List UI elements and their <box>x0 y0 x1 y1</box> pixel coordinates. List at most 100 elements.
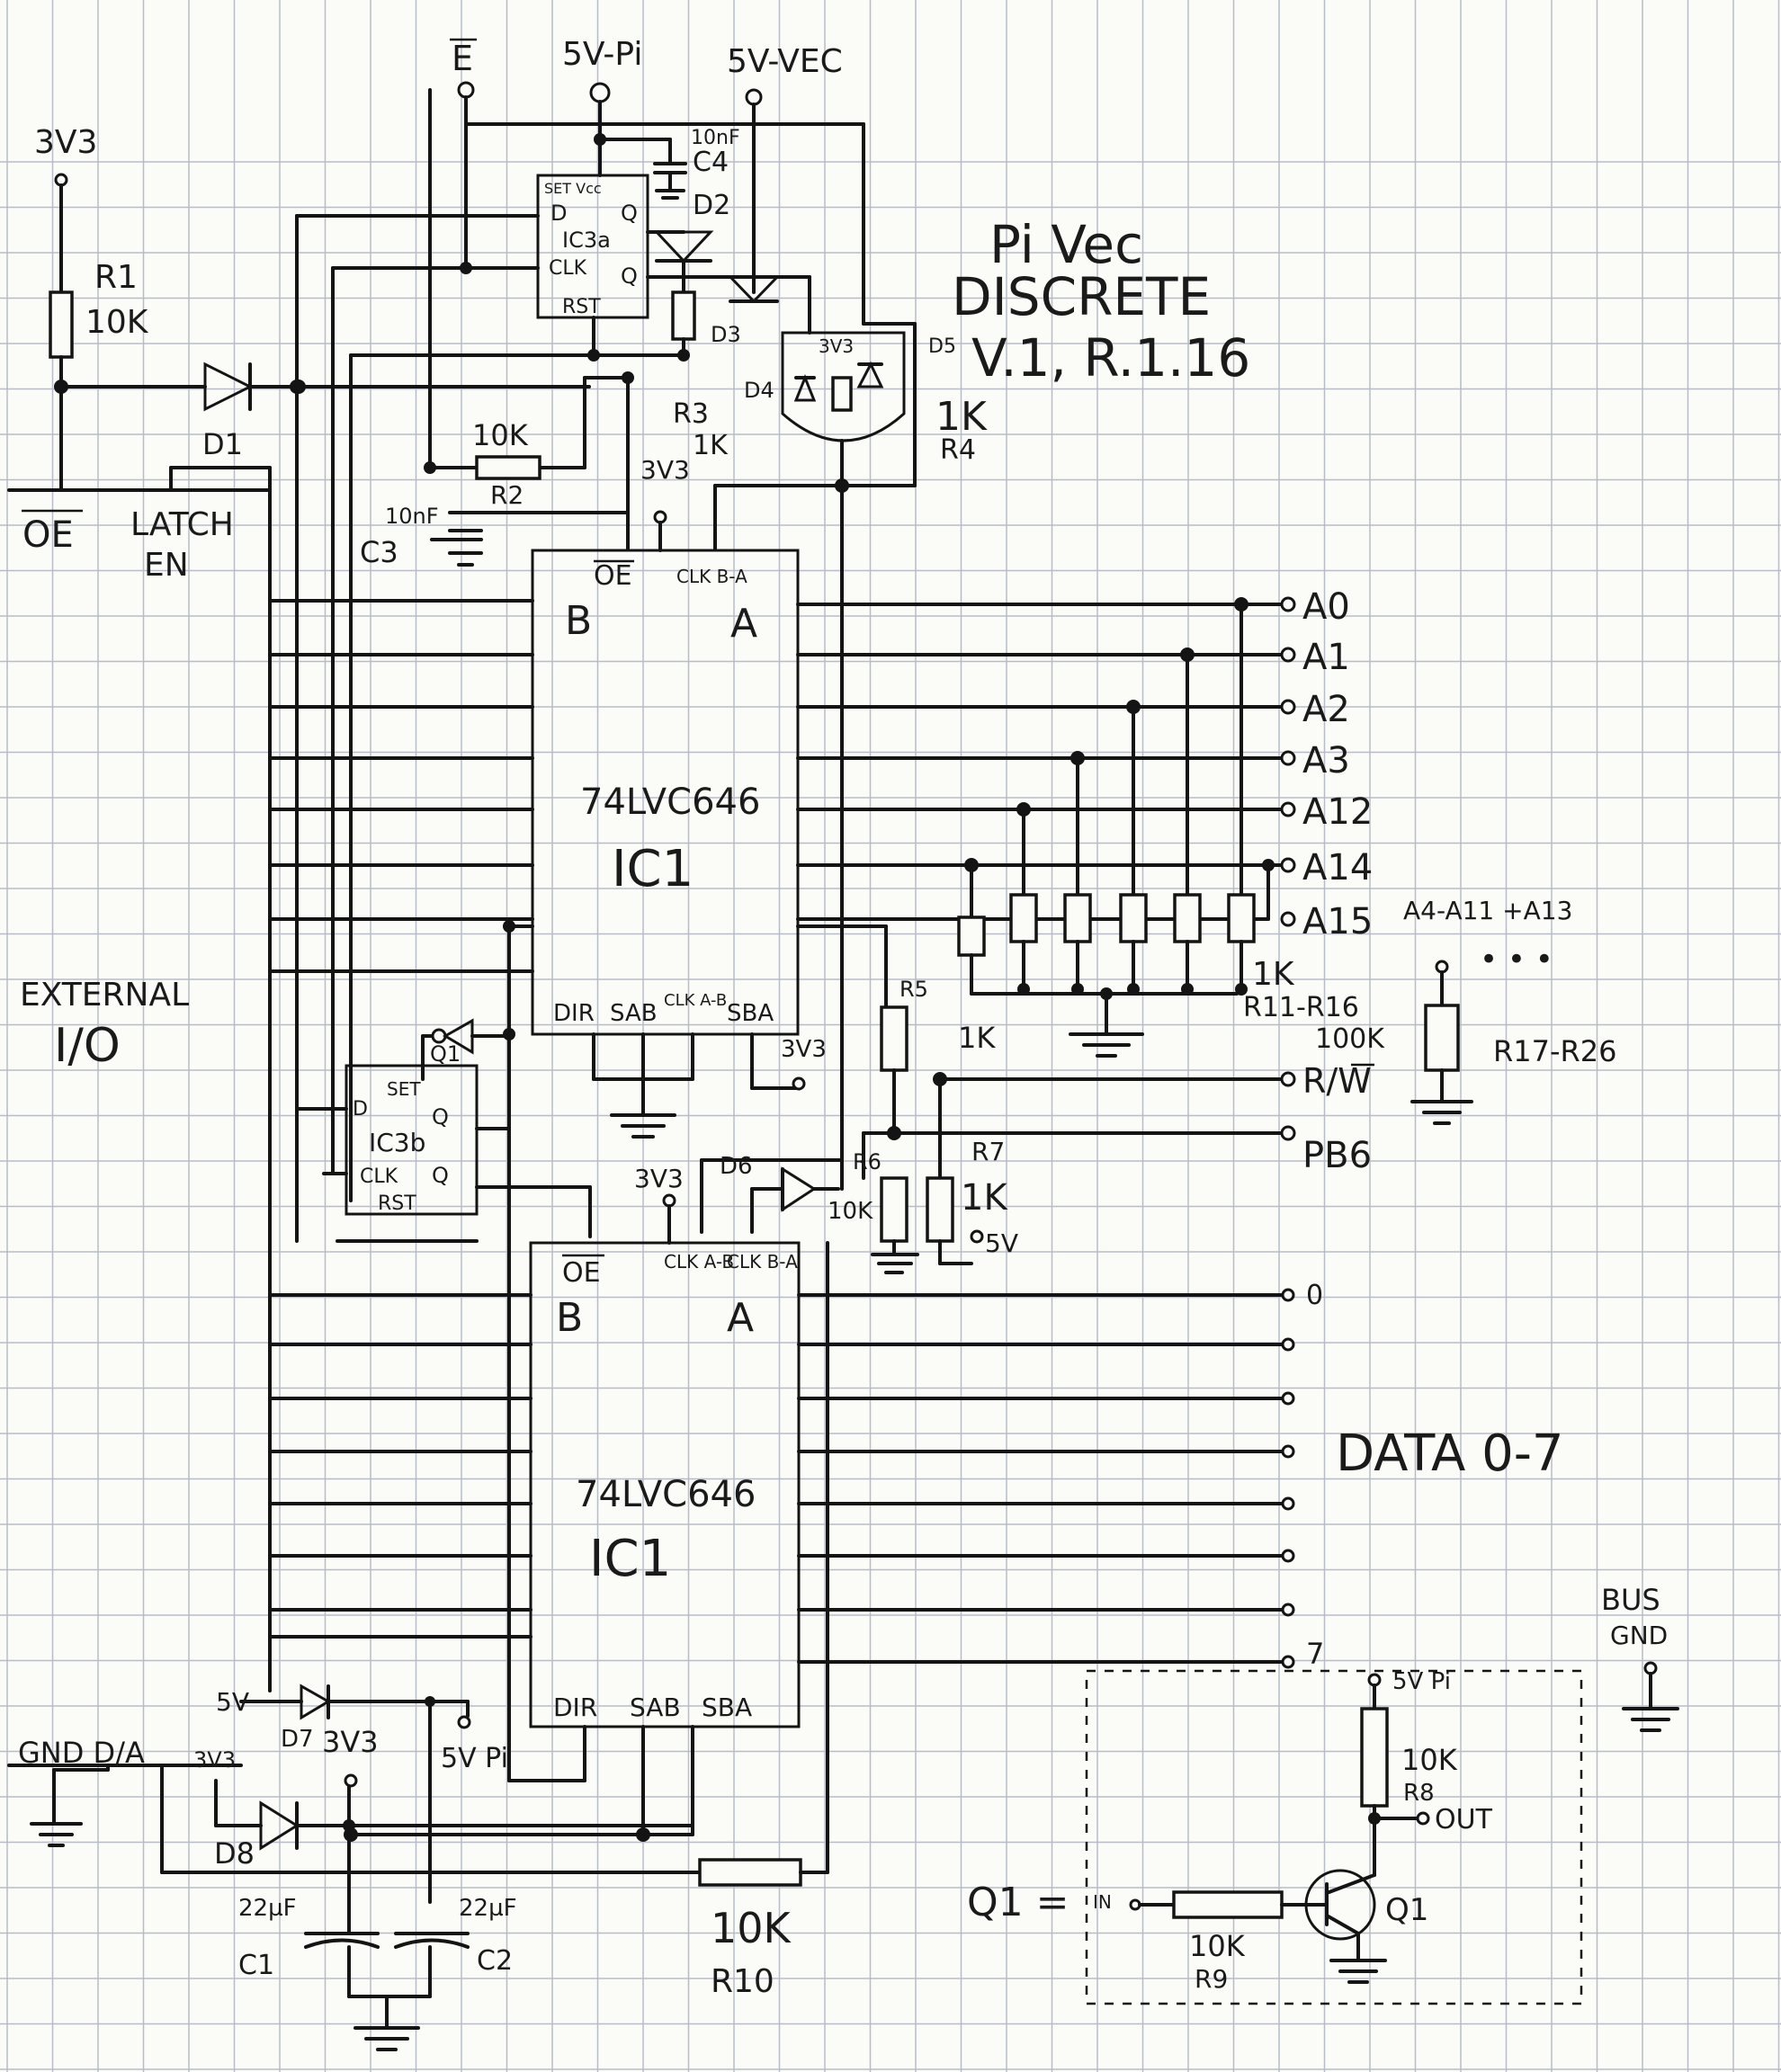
label-r6: R6 <box>853 1149 882 1174</box>
label-r1-value: 10K <box>85 304 149 341</box>
label-r5-value: 1K <box>958 1021 996 1055</box>
label-d1: D1 <box>202 427 243 461</box>
data-terminal[interactable] <box>1281 1288 1295 1302</box>
label-c2: C2 <box>477 1945 513 1977</box>
label-r2-value: 10K <box>472 418 529 452</box>
label-d8: D8 <box>214 1836 255 1871</box>
label-address: A2 <box>1302 689 1350 730</box>
label-latch: LATCH <box>130 506 234 543</box>
label-r17-value: 100K <box>1315 1023 1385 1055</box>
address-terminal[interactable] <box>1280 647 1296 663</box>
data-terminal[interactable] <box>1281 1496 1295 1511</box>
ic1-upper-sba: SBA <box>727 1000 774 1027</box>
label-d2: D2 <box>693 190 730 221</box>
label-r9: R9 <box>1195 1964 1228 1994</box>
title-version: V.1, R.1.16 <box>971 327 1250 388</box>
label-d4: D4 <box>744 378 774 403</box>
label-a4-a11: A4-A11 +A13 <box>1403 896 1572 925</box>
label-r8: R8 <box>1403 1780 1435 1807</box>
label-e: E <box>452 39 473 78</box>
title-pivec: Pi Vec <box>989 214 1143 275</box>
wiring <box>7 81 1679 2051</box>
label-r17-r26: R17-R26 <box>1493 1034 1616 1068</box>
ic1-lower-sab: SAB <box>630 1692 681 1722</box>
ic1-lower-name: IC1 <box>589 1530 671 1588</box>
address-terminal[interactable] <box>1280 857 1296 873</box>
ic3a-q: Q <box>621 201 638 226</box>
data-terminal[interactable] <box>1281 1549 1295 1563</box>
ic1-upper-part: 74LVC646 <box>580 781 760 823</box>
ic3a-rst: RST <box>562 296 601 318</box>
label-r6-value: 10K <box>828 1198 873 1225</box>
ic1-lower-oe: OE <box>562 1257 601 1289</box>
label-r3: R3 <box>673 398 709 430</box>
label-bus-gnd: GND <box>1610 1621 1668 1650</box>
label-r10: R10 <box>711 1963 774 2000</box>
ic3b-set: SET <box>387 1078 421 1100</box>
address-terminal[interactable] <box>1280 750 1296 766</box>
ic1-upper-clk-ba: CLK B-A <box>676 566 747 587</box>
label-oe: OE <box>22 514 74 556</box>
label-3v3-oe: 3V3 <box>640 455 690 485</box>
label-r3-value: 1K <box>693 430 729 461</box>
ic3a-qbar: Q <box>621 263 638 289</box>
label-d3: D3 <box>711 322 741 347</box>
label-r7: R7 <box>971 1137 1005 1166</box>
ic3a-d: D <box>550 201 567 226</box>
ic1-upper-oe: OE <box>594 560 632 592</box>
label-3v3-top: 3V3 <box>34 124 97 161</box>
ic1-lower-clk-ba: CLK B-A <box>727 1251 798 1273</box>
address-terminal[interactable] <box>1280 801 1296 817</box>
label-address: A12 <box>1302 791 1373 833</box>
label-r10-value: 10K <box>711 1904 792 1952</box>
label-r11-r16: R11-R16 <box>1243 992 1359 1023</box>
ic3b-name: IC3b <box>369 1128 425 1157</box>
labels: E 5V-Pi 5V-VEC 3V3 R1 10K D1 OE LATCH EN… <box>18 36 1668 2000</box>
label-q1-eq: Q1 = <box>967 1880 1069 1925</box>
label-rw: R/W <box>1302 1061 1372 1101</box>
ic1-upper-name: IC1 <box>612 840 694 898</box>
ic1-upper-clk-ab: CLK A-B <box>664 991 727 1010</box>
data-terminal[interactable] <box>1281 1391 1295 1406</box>
ic3b-q: Q <box>432 1104 449 1130</box>
label-data: DATA 0-7 <box>1336 1424 1564 1483</box>
label-gnd-da: GND D/A <box>18 1736 145 1770</box>
ic1-lower-a: A <box>727 1295 754 1341</box>
label-external: EXTERNAL <box>20 977 189 1014</box>
label-3v3-d8: 3V3 <box>193 1747 236 1773</box>
label-c4-value: 10nF <box>691 127 740 149</box>
ic3b-qbar: Q <box>432 1163 449 1188</box>
label-in: IN <box>1093 1891 1112 1913</box>
label-c3-value: 10nF <box>385 504 439 529</box>
ic3a-clk: CLK <box>549 257 587 280</box>
label-r9-value: 10K <box>1189 1929 1246 1963</box>
label-r1: R1 <box>94 259 138 296</box>
label-data-0: 0 <box>1306 1280 1323 1311</box>
label-d6: D6 <box>720 1153 753 1180</box>
ic3a-name: IC3a <box>562 228 611 253</box>
label-r11-value: 1K <box>1252 956 1295 993</box>
ic1-lower-dir: DIR <box>553 1692 597 1722</box>
ic3b-rst: RST <box>378 1192 416 1215</box>
ic1-lower-sba: SBA <box>702 1692 752 1722</box>
data-terminal[interactable] <box>1281 1337 1295 1352</box>
label-r4-value: 1K <box>935 394 988 440</box>
ic1-lower-b: B <box>556 1295 583 1341</box>
data-terminal[interactable] <box>1281 1655 1295 1669</box>
address-terminal[interactable] <box>1280 911 1296 927</box>
label-3v3-small: 3V3 <box>819 335 854 357</box>
label-r5: R5 <box>899 977 928 1002</box>
label-q1-5v-pi: 5V Pi <box>1392 1668 1451 1695</box>
label-bus: BUS <box>1601 1583 1660 1617</box>
address-terminal[interactable] <box>1280 596 1296 612</box>
label-r7-value: 1K <box>961 1177 1008 1219</box>
label-d5: D5 <box>928 335 956 358</box>
label-out: OUT <box>1435 1804 1493 1835</box>
ic1-lower-part: 74LVC646 <box>576 1474 756 1515</box>
label-r7-5v: 5V <box>985 1228 1018 1258</box>
data-terminal[interactable] <box>1281 1444 1295 1459</box>
data-terminal[interactable] <box>1281 1603 1295 1617</box>
address-terminal[interactable] <box>1280 699 1296 715</box>
label-en: EN <box>144 547 189 584</box>
title-discrete: DISCRETE <box>952 266 1211 327</box>
